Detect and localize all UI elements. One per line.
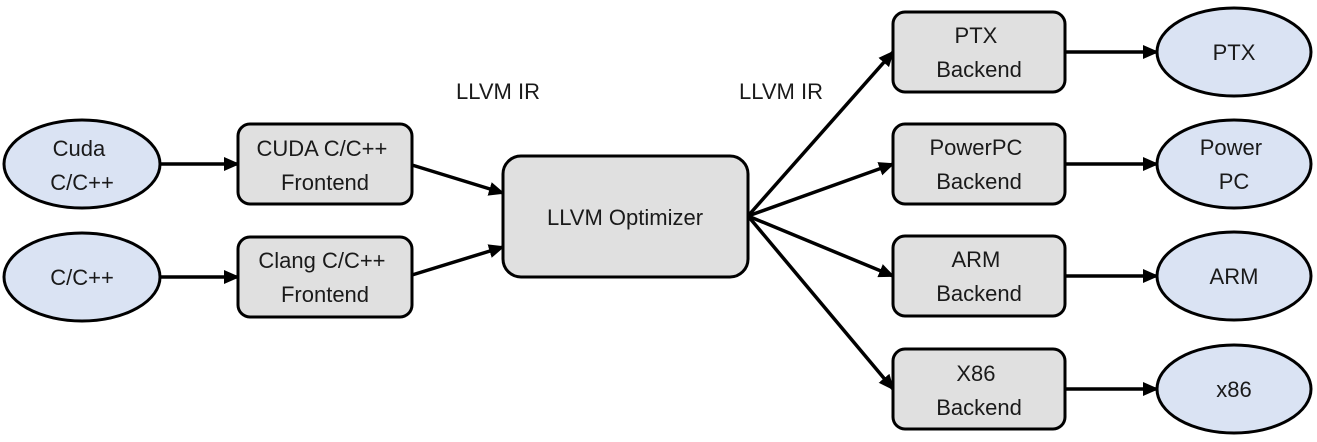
clang-frontend-node: Clang C/C++ Frontend (236, 235, 414, 319)
edge-clangfrontend-to-optimizer (411, 244, 505, 277)
arm-backend-label: ARM Backend (936, 247, 1022, 306)
input-cuda-line2: C/C++ (50, 170, 114, 195)
edge-optimizer-to-arm (747, 214, 895, 278)
input-cpp-node: C/C++ (2, 231, 162, 323)
arm-backend-node: ARM Backend (891, 234, 1067, 318)
input-cuda-line1: Cuda (53, 136, 106, 161)
powerpc-backend-line1: PowerPC (929, 135, 1022, 160)
cuda-frontend-box (236, 122, 414, 206)
ir-label-right: LLVM IR (739, 79, 823, 104)
cuda-frontend-line1: CUDA C/C++ (257, 136, 388, 161)
x86-backend-line1: X86 (956, 361, 995, 386)
target-powerpc-ellipse (1155, 118, 1313, 210)
input-cuda-node: Cuda C/C++ (2, 118, 162, 210)
arm-backend-line1: ARM (951, 247, 1000, 272)
input-cpp-line1: C/C++ (50, 265, 114, 290)
edge-optimizer-to-x86 (746, 214, 895, 391)
target-arm-label: ARM (1210, 264, 1259, 289)
target-x86-line1: x86 (1216, 377, 1251, 402)
target-ptx-label: PTX (1213, 40, 1256, 65)
x86-backend-label: X86 Backend (936, 361, 1022, 420)
edge-optimizer-to-powerpc (747, 162, 895, 218)
arm-backend-box (891, 234, 1067, 318)
llvm-optimizer-node: LLVM Optimizer (501, 154, 750, 279)
target-arm-node: ARM (1155, 230, 1313, 322)
cuda-frontend-line2: Frontend (281, 170, 369, 195)
edge-cudafrontend-to-optimizer (411, 163, 505, 196)
clang-frontend-label: Clang C/C++ Frontend (258, 248, 391, 307)
target-ptx-ellipse (1155, 6, 1313, 98)
powerpc-backend-box (891, 122, 1067, 206)
input-cuda-label: Cuda C/C++ (50, 136, 114, 195)
target-powerpc-line2: PC (1219, 169, 1250, 194)
clang-frontend-line1: Clang C/C++ (258, 248, 385, 273)
powerpc-backend-line2: Backend (936, 169, 1022, 194)
cuda-frontend-label: CUDA C/C++ Frontend (257, 136, 394, 195)
ptx-backend-line1: PTX (955, 23, 998, 48)
target-powerpc-line1: Power (1200, 135, 1262, 160)
edge-optimizer-to-ptx (746, 50, 895, 218)
target-powerpc-label: Power PC (1200, 135, 1268, 194)
llvm-optimizer-line1: LLVM Optimizer (547, 205, 703, 230)
target-arm-ellipse (1155, 230, 1313, 322)
ptx-backend-node: PTX Backend (891, 10, 1067, 94)
ptx-backend-label: PTX Backend (936, 23, 1022, 82)
target-powerpc-node: Power PC (1155, 118, 1313, 210)
x86-backend-line2: Backend (936, 395, 1022, 420)
target-x86-ellipse (1155, 343, 1313, 435)
clang-frontend-line2: Frontend (281, 282, 369, 307)
x86-backend-node: X86 Backend (891, 347, 1067, 431)
ptx-backend-line2: Backend (936, 57, 1022, 82)
clang-frontend-box (236, 235, 414, 319)
ir-label-left: LLVM IR (456, 79, 540, 104)
target-x86-label: x86 (1216, 377, 1251, 402)
input-cuda-ellipse (2, 118, 162, 210)
llvm-optimizer-label: LLVM Optimizer (547, 205, 703, 230)
x86-backend-box (891, 347, 1067, 431)
llvm-optimizer-box (501, 154, 750, 279)
arm-backend-line2: Backend (936, 281, 1022, 306)
target-ptx-node: PTX (1155, 6, 1313, 98)
target-arm-line1: ARM (1210, 264, 1259, 289)
edges (160, 45, 1159, 396)
input-cpp-label: C/C++ (50, 265, 114, 290)
target-x86-node: x86 (1155, 343, 1313, 435)
powerpc-backend-node: PowerPC Backend (891, 122, 1067, 206)
input-cpp-ellipse (2, 231, 162, 323)
powerpc-backend-label: PowerPC Backend (929, 135, 1028, 194)
ptx-backend-box (891, 10, 1067, 94)
cuda-frontend-node: CUDA C/C++ Frontend (236, 122, 414, 206)
target-ptx-line1: PTX (1213, 40, 1256, 65)
